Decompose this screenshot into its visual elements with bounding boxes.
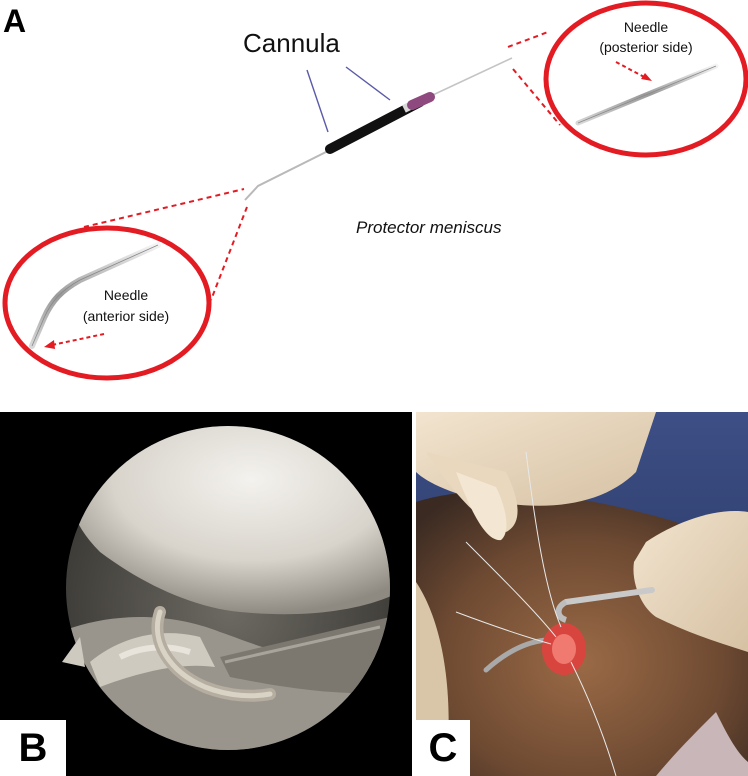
protector-meniscus-instrument bbox=[244, 57, 513, 201]
anterior-zoom-circle bbox=[2, 225, 212, 381]
panel-a-instrument-diagram: A Cannula Protector meniscus Needle (pos… bbox=[2, 0, 748, 381]
meniscus-protector-blade bbox=[220, 617, 390, 694]
panel-b-arthroscopic-view: B bbox=[0, 412, 412, 776]
panel-letter-c: C bbox=[428, 725, 458, 770]
instrument-illustration: A Cannula Protector meniscus Needle (pos… bbox=[2, 0, 748, 381]
posterior-needle-callout: Needle (posterior side) bbox=[507, 0, 748, 158]
retractor-upper bbox=[563, 587, 655, 605]
cannula-pointer-line bbox=[306, 69, 329, 133]
cannula-label: Cannula bbox=[243, 28, 340, 58]
anterior-direction-arrow bbox=[51, 333, 105, 346]
cannula-tip bbox=[407, 92, 435, 110]
panel-letter-a: A bbox=[3, 3, 26, 39]
panel-letter-b-box: B bbox=[0, 720, 66, 776]
needle-posterior-label-line2: (posterior side) bbox=[599, 39, 692, 55]
cannula-pointer-line bbox=[345, 66, 391, 101]
protector-meniscus-label: Protector meniscus bbox=[356, 218, 502, 237]
needle-anterior-label-line2: (anterior side) bbox=[83, 308, 169, 324]
panel-letter-c-box: C bbox=[416, 720, 470, 776]
needle-posterior-label-line1: Needle bbox=[624, 19, 669, 35]
needle-anterior-label-line1: Needle bbox=[104, 287, 149, 303]
suture-threads bbox=[455, 451, 617, 776]
surgeon-glove-right bbox=[633, 511, 748, 652]
arthroscopic-photo bbox=[0, 412, 412, 776]
anterior-needle-callout: Needle (anterior side) bbox=[2, 188, 248, 381]
panel-letter-b: B bbox=[18, 725, 48, 770]
surgical-photo bbox=[416, 412, 748, 776]
posterior-direction-arrow bbox=[615, 61, 647, 79]
femoral-condyle bbox=[70, 426, 390, 615]
panel-c-surgical-photo: C bbox=[416, 412, 748, 776]
